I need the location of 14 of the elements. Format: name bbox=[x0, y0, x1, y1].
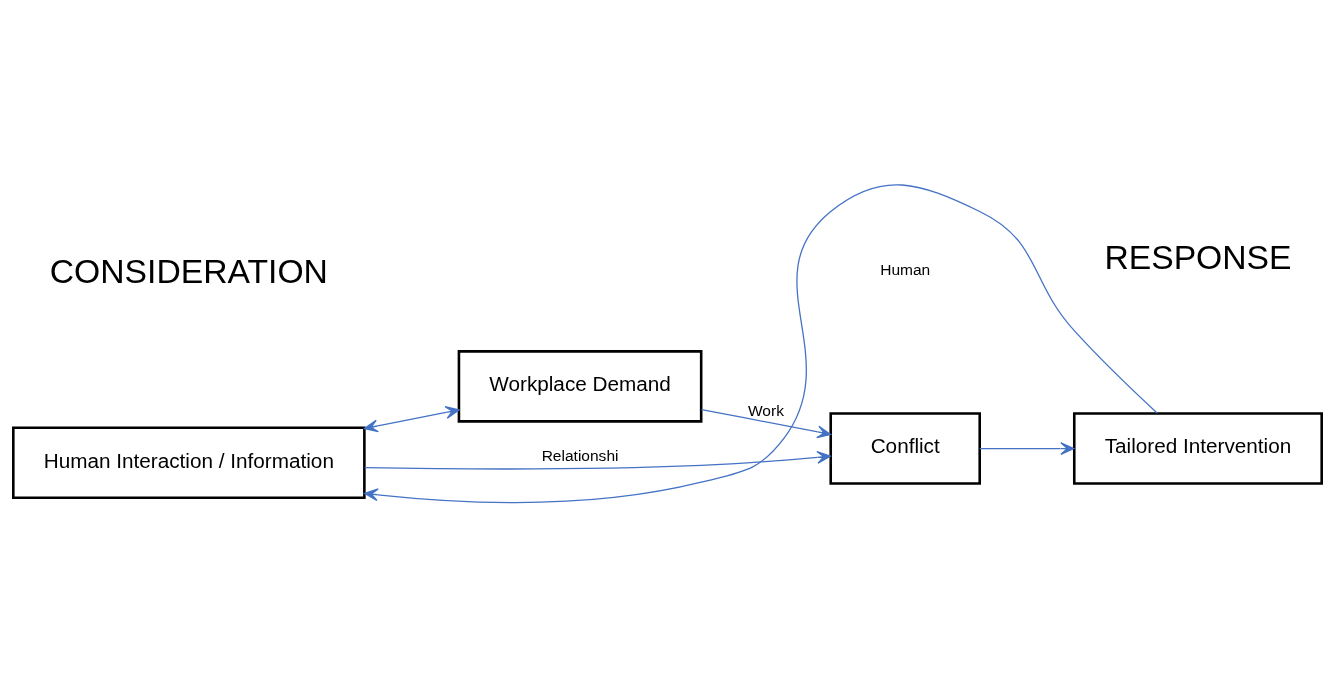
edge-label: Relationshi bbox=[541, 446, 619, 464]
node-box: Tailored Intervention bbox=[1072, 411, 1323, 485]
node-box: Conflict bbox=[829, 411, 981, 485]
arrow bbox=[364, 183, 1158, 503]
arrow bbox=[700, 408, 832, 438]
arrow bbox=[363, 405, 460, 432]
label: Human bbox=[880, 260, 931, 278]
label: RESPONSE bbox=[1104, 238, 1292, 276]
arrow bbox=[979, 441, 1075, 455]
node-box: Workplace Demand bbox=[457, 349, 703, 423]
arrow bbox=[364, 450, 831, 470]
label: CONSIDERATION bbox=[49, 252, 328, 290]
edge-label: Work bbox=[747, 401, 784, 419]
node-box: Human Interaction / Information bbox=[12, 426, 366, 499]
